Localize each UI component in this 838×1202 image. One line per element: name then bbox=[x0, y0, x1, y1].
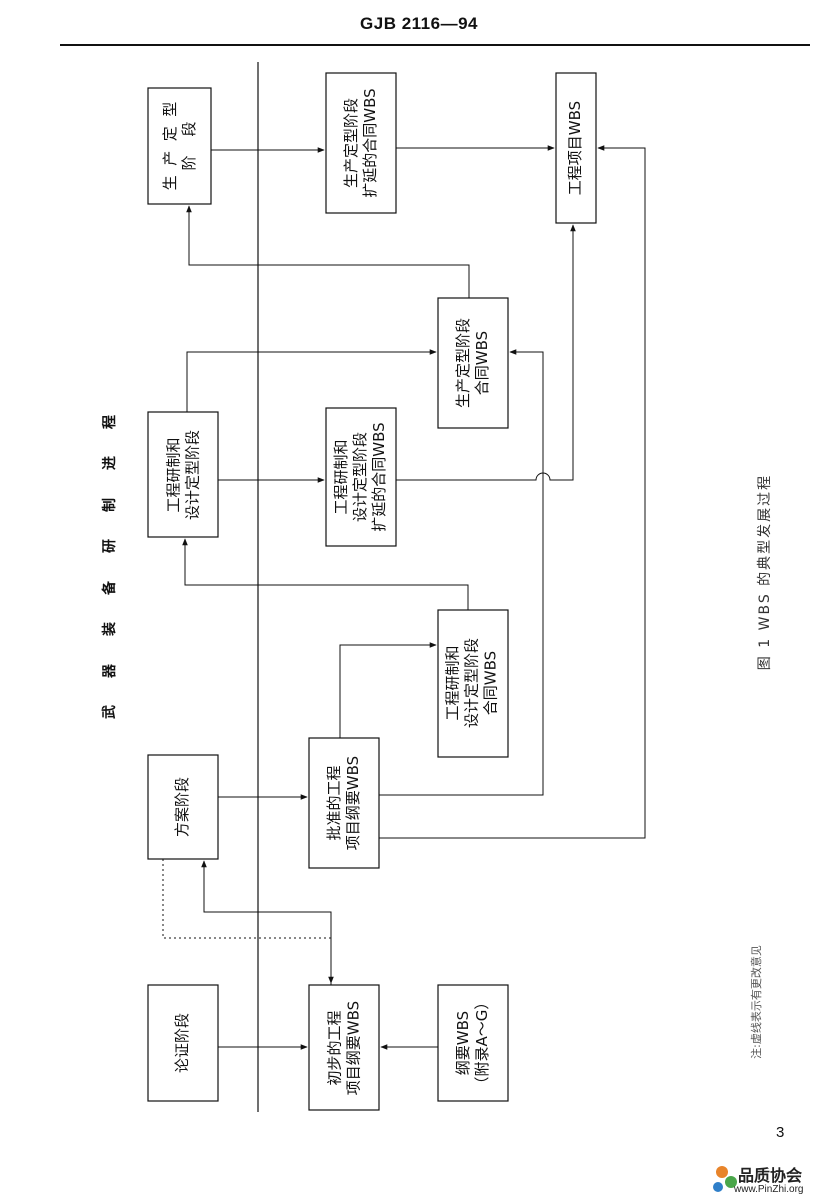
label-pizhun-wbs: 批准的工程 项目纲要WBS bbox=[325, 755, 362, 851]
arrow-kuoyan-to-gongcheng-xiangmu bbox=[396, 224, 576, 481]
arrow-pizhun-to-gongcheng-hetong bbox=[339, 642, 437, 738]
process-title-char: 进 bbox=[102, 456, 118, 470]
label-chubu-wbs: 初步的工程 项目纲要WBS bbox=[325, 1000, 363, 1096]
arrow-gongcheng-hetong-to-yanzhi bbox=[182, 538, 469, 610]
label-gongcheng-kuoyan-wbs: 工程研制和 设计定型阶段 扩延的合同WBS bbox=[332, 422, 388, 532]
box-pizhun-wbs bbox=[308, 737, 380, 869]
logo-mark bbox=[713, 1166, 737, 1192]
arrow-pizhun-to-shengchan-hetong bbox=[379, 349, 544, 796]
process-title-char: 器 bbox=[102, 663, 118, 678]
process-title-char: 备 bbox=[102, 580, 118, 595]
box-gongcheng-kuoyan-wbs bbox=[325, 407, 397, 547]
figure-note: 注:虚线表示有更改意见 bbox=[750, 945, 763, 1059]
label-shengchan-hetong-wbs: 生产定型阶段 合同WBS bbox=[454, 318, 491, 409]
box-shengchan bbox=[147, 87, 212, 205]
process-title-char: 制 bbox=[102, 497, 118, 512]
box-shengchan-hetong-wbs bbox=[437, 297, 509, 429]
label-gangyao-wbs: 纲要WBS （附录A～G） bbox=[454, 994, 491, 1092]
process-title-char: 装 bbox=[102, 622, 118, 636]
box-gangyao-wbs bbox=[437, 984, 509, 1102]
box-gongcheng-xiangmu-wbs bbox=[555, 72, 597, 224]
arrow-shengchan-hetong-to-shengchan bbox=[186, 205, 470, 298]
box-chubu-wbs bbox=[308, 984, 380, 1111]
process-title-char: 程 bbox=[102, 414, 118, 429]
box-gongcheng-yanzhi bbox=[147, 411, 219, 538]
arrow-yanzhi-to-shengchan-hetong bbox=[186, 349, 437, 412]
box-lunzheng bbox=[147, 984, 219, 1102]
arrow-pizhun-to-gongcheng-xiangmu bbox=[379, 145, 646, 839]
label-gongcheng-xiangmu-wbs: 工程项目WBS bbox=[566, 100, 584, 196]
logo-title: 品质协会 bbox=[738, 1166, 803, 1185]
box-gongcheng-hetong-wbs bbox=[437, 609, 509, 758]
pinzhi-logo: 品质协会 www.PinZhi.org bbox=[706, 1162, 836, 1200]
header-rule bbox=[60, 44, 810, 46]
dashed-fangan-to-chubu bbox=[162, 859, 334, 984]
process-title-char: 研 bbox=[102, 539, 118, 553]
logo-url: www.PinZhi.org bbox=[734, 1184, 804, 1195]
box-shengchan-kuoyan-wbs bbox=[325, 72, 397, 214]
label-lunzheng: 论证阶段 bbox=[173, 1013, 191, 1074]
label-shengchan-kuoyan-wbs: 生产定型阶段 扩延的合同WBS bbox=[342, 88, 379, 198]
label-gongcheng-hetong-wbs: 工程研制和 设计定型阶段 合同WBS bbox=[443, 638, 500, 729]
figure-caption: 图 1 WBS 的典型发展过程 bbox=[757, 473, 773, 671]
box-fangan bbox=[147, 754, 219, 860]
page-number: 3 bbox=[776, 1124, 785, 1141]
label-shengchan: 生 产 定 型 阶 段 bbox=[161, 101, 198, 191]
label-gongcheng-yanzhi: 工程研制和 设计定型阶段 bbox=[164, 430, 202, 521]
document-header: GJB 2116—94 bbox=[360, 14, 478, 33]
arrow-chubu-to-fangan bbox=[201, 860, 332, 985]
label-fangan: 方案阶段 bbox=[173, 777, 191, 838]
process-title-char: 武 bbox=[102, 705, 118, 719]
